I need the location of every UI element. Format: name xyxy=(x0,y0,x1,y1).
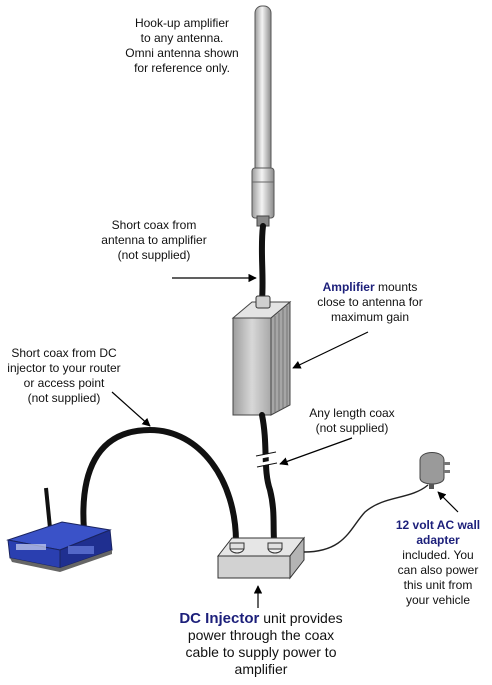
dc-injector-label: DC Injector unit provides power through … xyxy=(179,610,343,677)
arrow-to-amplifier xyxy=(292,331,369,369)
dc-injector-box xyxy=(216,536,306,580)
short-coax-antenna-label: Short coax from antenna to amplifier (no… xyxy=(101,218,207,262)
omni-antenna xyxy=(251,5,275,227)
antenna-note: Hook-up amplifier to any antenna. Omni a… xyxy=(125,16,239,75)
any-length-coax-label: Any length coax (not supplied) xyxy=(309,406,395,435)
arrow-to-adapter xyxy=(437,491,459,513)
coax-break-mark xyxy=(255,452,278,467)
short-coax-dc-label: Short coax from DC injector to your rout… xyxy=(7,346,121,405)
wall-adapter xyxy=(419,452,450,489)
wireless-router xyxy=(6,487,113,572)
coax-injector-to-router xyxy=(80,426,239,545)
wall-adapter-label: 12 volt AC wall adapter included. You ca… xyxy=(395,518,481,607)
adapter-power-cord xyxy=(303,484,429,553)
amplifier-label-bold: Amplifier xyxy=(322,280,375,294)
arrow-to-router-coax xyxy=(111,391,151,427)
arrow-to-long-coax xyxy=(279,437,353,466)
coax-antenna-to-amplifier xyxy=(258,223,266,303)
dc-injector-label-bold: DC Injector xyxy=(179,610,260,627)
coax-amplifier-to-injector xyxy=(259,412,277,543)
amplifier-label: Amplifier mounts close to antenna for ma… xyxy=(317,280,423,324)
amplifier-unit xyxy=(231,295,292,416)
